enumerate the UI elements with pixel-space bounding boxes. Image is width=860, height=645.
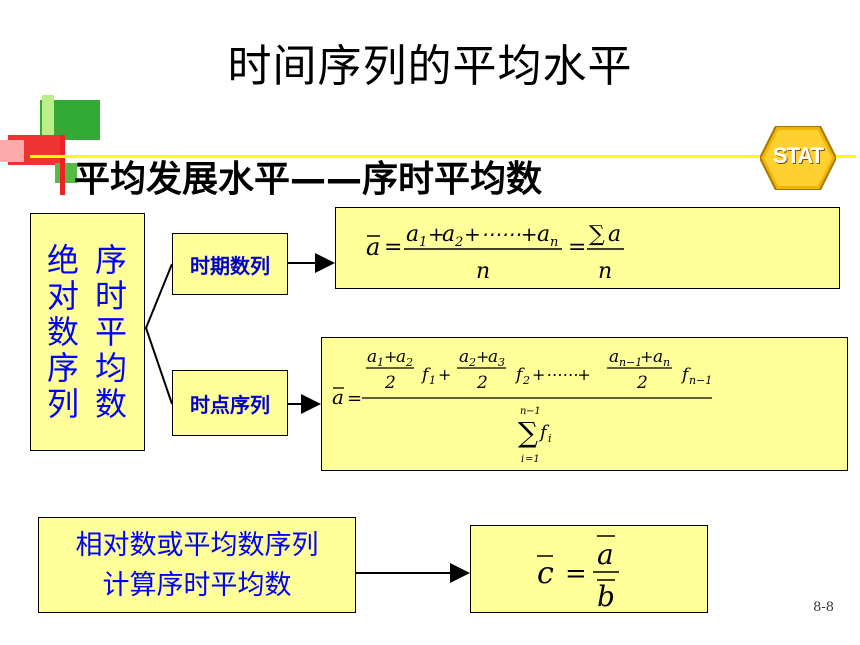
stat-badge-label: STAT [772,143,824,168]
branch-lines [144,263,173,405]
svg-text:+: + [640,347,653,366]
slide-title: 时间序列的平均水平 [227,41,633,92]
svg-text:2: 2 [384,373,396,393]
svg-text:a: a [406,222,419,247]
svg-text:f: f [420,365,431,385]
svg-text:n: n [476,259,490,284]
deco-pink-block [0,140,24,162]
formula-relative: c = a b [537,535,619,613]
char: 时 [94,277,127,315]
point-series-label: 时点序列 [172,370,288,436]
period-series-label: 时期数列 [172,233,288,295]
svg-text:1: 1 [377,356,384,369]
svg-text:a: a [488,347,498,367]
svg-text:2: 2 [636,373,648,393]
svg-text:a: a [653,347,663,367]
svg-text:∑: ∑ [589,222,605,247]
svg-text:∑: ∑ [518,416,538,449]
svg-text:2: 2 [468,356,476,369]
char: 序 [94,241,127,279]
svg-text:a: a [332,385,344,409]
svg-text:a: a [442,222,455,247]
svg-text:=: = [384,235,402,260]
svg-text:=: = [568,235,586,260]
svg-text:f: f [680,365,691,385]
svg-text:+: + [384,347,397,366]
formula-relative-box: c = a b [470,525,708,613]
corner-decoration [0,95,856,195]
svg-text:a: a [608,222,621,247]
svg-text:n: n [663,356,670,369]
svg-text:a: a [597,538,614,571]
svg-text:−1: −1 [626,356,642,369]
vertical-text-col2: 序 时 平 均 数 [89,242,133,422]
svg-text:a: a [396,347,406,367]
char: 均 [94,349,127,387]
svg-text:a: a [537,222,550,247]
relative-series-line2: 计算序时平均数 [102,570,292,601]
stat-badge-shape [758,125,838,191]
svg-text:=: = [347,388,362,409]
svg-text:3: 3 [498,356,505,369]
svg-text:a: a [367,347,377,367]
svg-text:+: + [476,347,489,366]
svg-text:=1: =1 [525,454,540,465]
svg-text:+: + [438,365,451,384]
deco-red-vertical [60,135,65,195]
svg-text:n: n [550,235,558,250]
svg-text:b: b [597,580,615,613]
absolute-series-box: 绝 对 数 序 列 序 时 平 均 数 [30,213,145,451]
char: 数 [94,385,127,423]
svg-text:f: f [514,365,525,385]
svg-text:c: c [537,556,554,591]
relative-series-line1: 相对数或平均数序列 [75,530,319,561]
svg-text:i: i [548,432,552,445]
svg-text:a: a [366,233,380,261]
deco-yellow-line [30,155,856,158]
svg-text:n: n [598,259,612,284]
svg-text:+⋯⋯+: +⋯⋯+ [464,222,538,246]
svg-text:2: 2 [454,235,463,250]
char: 序 [46,349,79,387]
svg-text:2: 2 [405,356,413,369]
svg-text:=: = [565,559,587,589]
stat-badge: STAT [758,125,838,191]
svg-text:n: n [520,406,526,417]
relative-series-box: 相对数或平均数序列 计算序时平均数 [38,517,356,613]
char: 对 [46,277,79,315]
svg-text:2: 2 [476,373,488,393]
char: 列 [46,385,79,423]
svg-text:n: n [619,356,626,369]
svg-text:+⋯⋯+: +⋯⋯+ [532,365,591,384]
svg-text:1: 1 [429,374,436,387]
char: 数 [46,313,79,351]
char: 绝 [46,241,79,279]
svg-text:2: 2 [522,374,530,387]
char: 平 [94,313,127,351]
svg-text:n: n [689,374,696,387]
svg-text:1: 1 [419,235,427,250]
vertical-text-col1: 绝 对 数 序 列 [41,242,85,422]
svg-text:+: + [428,222,445,246]
deco-light-green-block [42,95,54,145]
page-number: 8-8 [813,600,834,615]
svg-text:−1: −1 [526,406,541,417]
svg-text:a: a [459,347,469,367]
svg-text:a: a [609,347,619,367]
svg-text:i: i [521,454,524,465]
section-subtitle: 平均发展水平——序时平均数 [74,159,543,200]
svg-text:−1: −1 [696,374,712,387]
